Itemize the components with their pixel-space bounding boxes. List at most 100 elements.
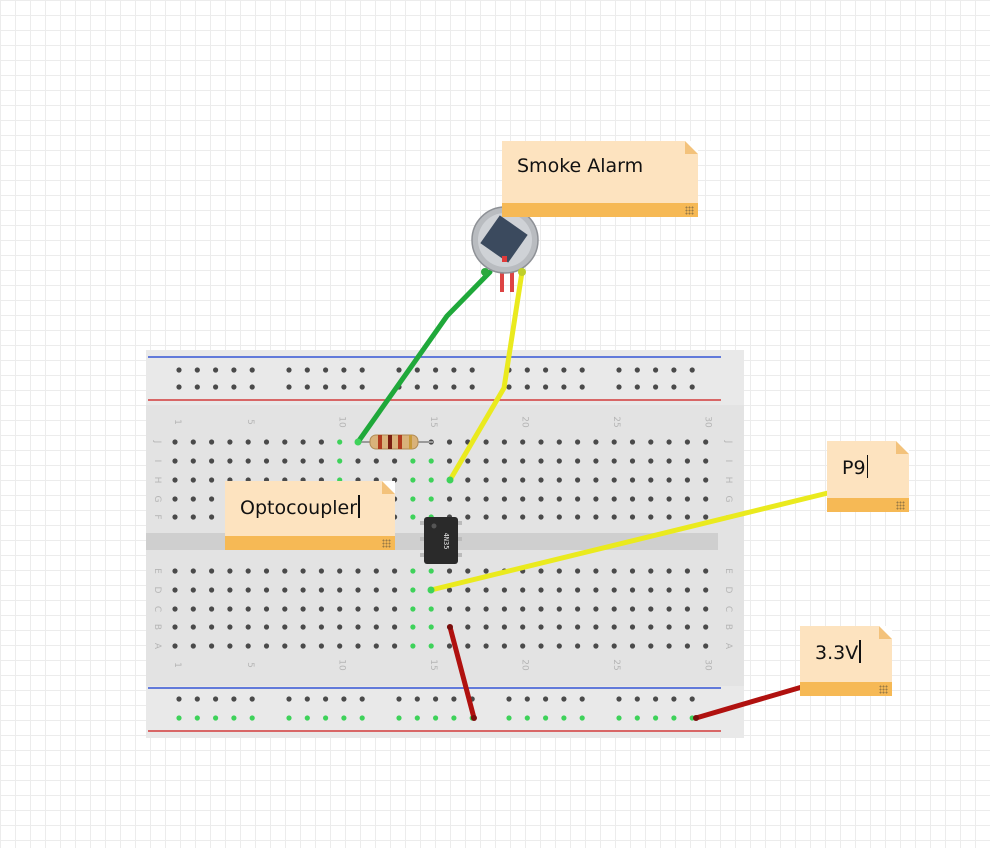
rail-hole[interactable] xyxy=(634,367,640,373)
breadboard-hole[interactable] xyxy=(465,568,471,574)
breadboard-hole[interactable] xyxy=(501,458,507,464)
breadboard-hole[interactable] xyxy=(392,643,398,649)
breadboard-hole[interactable] xyxy=(263,624,270,630)
rail-hole[interactable] xyxy=(231,696,237,702)
rail-hole[interactable] xyxy=(689,696,695,702)
breadboard-hole[interactable] xyxy=(593,439,599,445)
rail-hole[interactable] xyxy=(194,715,200,721)
breadboard-hole[interactable] xyxy=(575,514,581,520)
rail-hole[interactable] xyxy=(433,696,439,702)
breadboard-hole[interactable] xyxy=(172,624,178,630)
breadboard-hole[interactable] xyxy=(428,643,434,649)
breadboard-hole[interactable] xyxy=(446,458,453,464)
breadboard-hole[interactable] xyxy=(556,624,562,630)
breadboard-hole[interactable] xyxy=(245,587,251,593)
optocoupler-chip[interactable]: 4N35 xyxy=(420,517,462,564)
rail-hole[interactable] xyxy=(506,384,512,390)
breadboard-hole[interactable] xyxy=(318,458,324,464)
breadboard-hole[interactable] xyxy=(648,587,654,593)
breadboard-hole[interactable] xyxy=(227,624,233,630)
breadboard-hole[interactable] xyxy=(337,624,343,630)
breadboard-hole[interactable] xyxy=(172,496,178,502)
breadboard-hole[interactable] xyxy=(629,587,636,593)
resize-grip-icon[interactable] xyxy=(382,539,391,548)
breadboard-hole[interactable] xyxy=(575,643,581,649)
rail-hole[interactable] xyxy=(231,715,237,721)
rail-hole[interactable] xyxy=(506,696,512,702)
rail-hole[interactable] xyxy=(524,384,530,390)
breadboard-hole[interactable] xyxy=(483,568,489,574)
yellow-wire-sensor[interactable] xyxy=(447,269,525,483)
rail-hole[interactable] xyxy=(341,367,347,373)
breadboard-hole[interactable] xyxy=(373,458,379,464)
breadboard-hole[interactable] xyxy=(446,643,453,649)
breadboard-hole[interactable] xyxy=(629,643,636,649)
breadboard-hole[interactable] xyxy=(209,439,215,445)
breadboard-hole[interactable] xyxy=(209,514,215,520)
breadboard-hole[interactable] xyxy=(300,587,306,593)
breadboard-hole[interactable] xyxy=(538,458,544,464)
rail-hole[interactable] xyxy=(396,367,402,373)
rail-hole[interactable] xyxy=(323,384,329,390)
breadboard-hole[interactable] xyxy=(392,624,398,630)
breadboard-hole[interactable] xyxy=(428,606,434,612)
rail-hole[interactable] xyxy=(561,715,567,721)
breadboard-hole[interactable] xyxy=(556,496,562,502)
breadboard-hole[interactable] xyxy=(190,458,196,464)
breadboard-hole[interactable] xyxy=(410,477,416,483)
breadboard-hole[interactable] xyxy=(245,458,251,464)
breadboard-hole[interactable] xyxy=(556,587,562,593)
note-smoke-alarm[interactable]: Smoke Alarm xyxy=(502,141,698,217)
breadboard-hole[interactable] xyxy=(483,458,489,464)
red-wire-3v3[interactable] xyxy=(693,684,805,721)
breadboard-hole[interactable] xyxy=(337,568,343,574)
breadboard-hole[interactable] xyxy=(648,439,654,445)
breadboard-hole[interactable] xyxy=(611,568,617,574)
rail-hole[interactable] xyxy=(561,384,567,390)
rail-hole[interactable] xyxy=(323,715,329,721)
breadboard-hole[interactable] xyxy=(209,643,215,649)
breadboard-hole[interactable] xyxy=(300,458,306,464)
breadboard-hole[interactable] xyxy=(703,477,709,483)
breadboard-hole[interactable] xyxy=(282,458,288,464)
breadboard-hole[interactable] xyxy=(703,643,709,649)
breadboard-hole[interactable] xyxy=(538,496,544,502)
breadboard-hole[interactable] xyxy=(410,606,416,612)
breadboard-hole[interactable] xyxy=(392,587,398,593)
rail-hole[interactable] xyxy=(396,696,402,702)
breadboard-hole[interactable] xyxy=(392,458,398,464)
rail-hole[interactable] xyxy=(304,715,310,721)
breadboard-hole[interactable] xyxy=(538,514,544,520)
rail-hole[interactable] xyxy=(414,384,420,390)
smoke-sensor[interactable] xyxy=(471,206,539,292)
breadboard-hole[interactable] xyxy=(703,624,709,630)
rail-hole[interactable] xyxy=(653,367,659,373)
breadboard-hole[interactable] xyxy=(392,568,398,574)
breadboard-hole[interactable] xyxy=(483,587,489,593)
breadboard-hole[interactable] xyxy=(629,496,636,502)
breadboard-hole[interactable] xyxy=(629,514,636,520)
breadboard-hole[interactable] xyxy=(575,568,581,574)
breadboard-hole[interactable] xyxy=(538,643,544,649)
breadboard-hole[interactable] xyxy=(172,439,178,445)
breadboard-hole[interactable] xyxy=(227,587,233,593)
rail-hole[interactable] xyxy=(341,696,347,702)
resize-grip-icon[interactable] xyxy=(685,206,694,215)
breadboard-hole[interactable] xyxy=(355,568,361,574)
breadboard-hole[interactable] xyxy=(703,458,709,464)
rail-hole[interactable] xyxy=(341,715,347,721)
breadboard-hole[interactable] xyxy=(501,624,507,630)
breadboard-hole[interactable] xyxy=(629,624,636,630)
breadboard-hole[interactable] xyxy=(666,458,672,464)
breadboard-hole[interactable] xyxy=(629,606,636,612)
breadboard-hole[interactable] xyxy=(337,606,343,612)
breadboard-hole[interactable] xyxy=(629,477,636,483)
resize-grip-icon[interactable] xyxy=(879,685,888,694)
rail-hole[interactable] xyxy=(451,715,457,721)
breadboard-hole[interactable] xyxy=(611,643,617,649)
rail-hole[interactable] xyxy=(634,715,640,721)
rail-hole[interactable] xyxy=(194,384,200,390)
breadboard-hole[interactable] xyxy=(245,568,251,574)
breadboard-hole[interactable] xyxy=(282,568,288,574)
breadboard-hole[interactable] xyxy=(666,439,672,445)
